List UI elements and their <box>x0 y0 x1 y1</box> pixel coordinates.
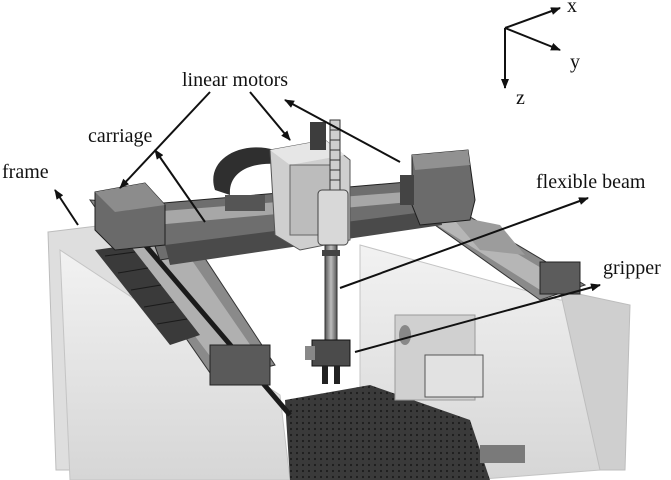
label-frame: frame <box>2 161 49 183</box>
arrow-gripper <box>354 283 601 353</box>
arrow-frame <box>54 189 79 226</box>
arrow-linear-motors-right <box>284 99 401 163</box>
label-linear-motors: linear motors <box>182 69 289 91</box>
label-gripper: gripper <box>603 257 661 279</box>
axis-label-x: x <box>567 0 577 17</box>
flexible-beam-shaft <box>322 244 340 341</box>
label-flexible-beam: flexible beam <box>536 171 646 193</box>
gripper-unit <box>305 339 351 384</box>
label-carriage: carriage <box>88 125 153 147</box>
frame-structure <box>47 221 631 480</box>
linear-motor-left <box>94 182 166 251</box>
annotation-arrows <box>54 91 601 353</box>
vertical-carriage-unit <box>269 119 351 251</box>
coordinate-axes <box>501 7 561 89</box>
axis-label-y: y <box>570 51 580 73</box>
arrow-carriage <box>154 149 206 223</box>
arrow-linear-motors-left <box>119 91 211 189</box>
linear-motor-right <box>400 149 476 226</box>
arrow-flexible-beam <box>339 197 589 289</box>
right-rail <box>398 199 587 301</box>
axis-label-z: z <box>516 87 525 109</box>
arrow-linear-motors-center <box>249 91 291 141</box>
